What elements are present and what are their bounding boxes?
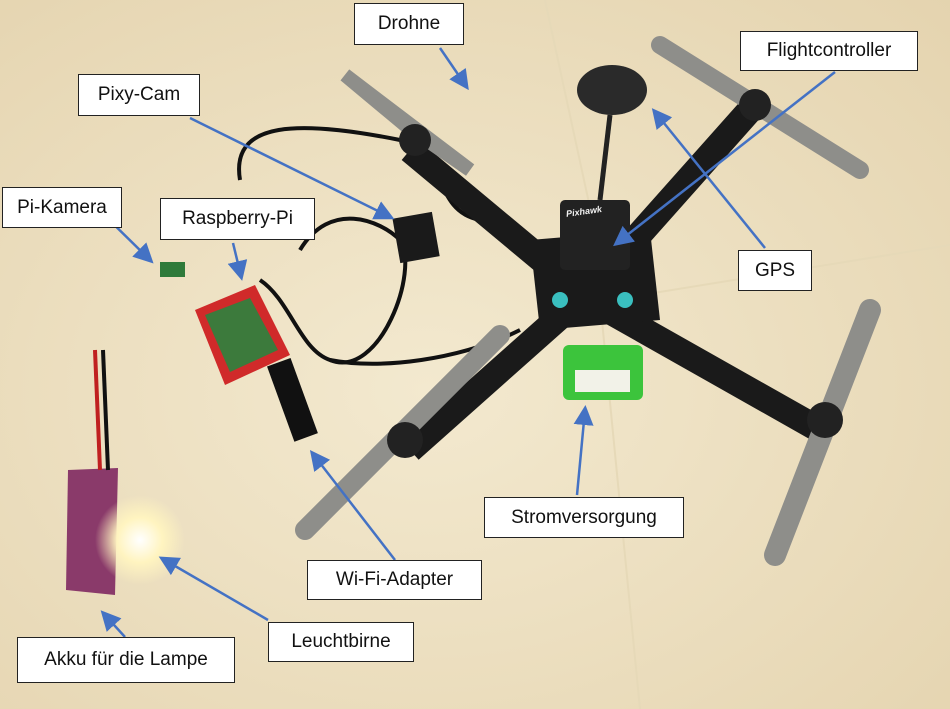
pi-camera [160, 262, 185, 277]
arrow-drohne [438, 47, 469, 91]
arrow-stromversorgung [573, 405, 594, 496]
raspberry-pi [195, 285, 290, 385]
arrow-raspberry-pi [227, 242, 248, 281]
label-stromversorgung: Stromversorgung [484, 497, 684, 538]
gps-module [577, 65, 647, 115]
label-akku: Akku für die Lampe [17, 637, 235, 683]
flight-controller [560, 200, 630, 270]
label-gps: GPS [738, 250, 812, 291]
label-pixy-cam: Pixy-Cam [78, 74, 200, 116]
arrow-flightcontroller [613, 71, 836, 247]
light-bulb [95, 495, 185, 585]
drone-frame: Pixhawk [401, 101, 827, 460]
label-flightcontroller: Flightcontroller [740, 31, 918, 71]
propellers [295, 36, 881, 566]
label-drohne: Drohne [354, 3, 464, 45]
arrow-leuchtbirne [158, 556, 269, 622]
arrow-wifi-adapter [309, 450, 396, 561]
label-pi-kamera: Pi-Kamera [2, 187, 122, 228]
label-leuchtbirne: Leuchtbirne [268, 622, 414, 662]
pixy-cam [392, 211, 440, 264]
arrow-pixy-cam [189, 116, 395, 220]
label-raspberry-pi: Raspberry-Pi [160, 198, 315, 240]
wifi-adapter [267, 357, 318, 442]
label-wifi-adapter: Wi-Fi-Adapter [307, 560, 482, 600]
arrow-akku [100, 610, 126, 638]
arrow-gps [651, 108, 766, 249]
